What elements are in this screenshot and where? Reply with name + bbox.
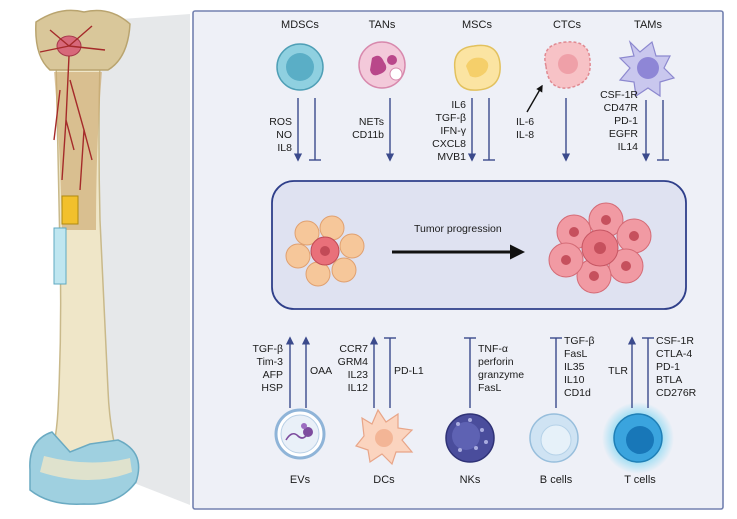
tams-factor: PD-1 — [614, 115, 638, 127]
tans-factor: CD11b — [352, 129, 384, 141]
top-connectors — [293, 98, 669, 162]
tcells-factor: BTLA — [656, 374, 682, 386]
evs-factor: AFP — [263, 369, 283, 381]
tams-factor: CD47R — [604, 102, 639, 114]
evs-factor: HSP — [261, 382, 283, 394]
nks-factor: perforin — [478, 356, 514, 368]
bone-head — [35, 9, 131, 71]
bcells-factor: IL35 — [564, 361, 585, 373]
tans-label: TANs — [369, 19, 396, 31]
mscs-factor: MVB1 — [437, 151, 466, 163]
periosteum-cut — [53, 227, 67, 285]
cell-tcells — [602, 402, 674, 474]
bcells-factor: FasL — [564, 348, 588, 360]
tcells-factor: CSF-1R — [656, 335, 694, 347]
dcs-label: DCs — [373, 474, 395, 486]
tcells-factor: CD276R — [656, 387, 697, 399]
evs-factor: TGF-β — [252, 343, 283, 355]
tcells-factor: CTLA-4 — [656, 348, 692, 360]
cell-tans — [358, 41, 406, 89]
tams-label: TAMs — [634, 19, 662, 31]
tams-factor: IL14 — [618, 141, 639, 153]
mscs-factor: IL6 — [451, 99, 466, 111]
bcells-factor: TGF-β — [564, 335, 595, 347]
mscs-factor: TGF-β — [435, 112, 466, 124]
nks-factor: TNF-α — [478, 343, 508, 355]
dcs-factor: CCR7 — [339, 343, 368, 355]
tams-factor: EGFR — [609, 128, 639, 140]
ctcs-factor: IL-8 — [516, 129, 534, 141]
tcells-factor: PD-1 — [656, 361, 680, 373]
tumor-cluster-small — [285, 215, 365, 287]
dcs-side-label: PD-L1 — [394, 365, 424, 377]
dcs-factor: IL12 — [348, 382, 369, 394]
mdscs-label: MDSCs — [281, 19, 319, 31]
ctcs-label: CTCs — [553, 19, 582, 31]
bcells-factor: IL10 — [564, 374, 585, 386]
dcs-factor: IL23 — [348, 369, 369, 381]
cell-bcells — [529, 413, 579, 463]
cell-evs — [274, 408, 326, 460]
bcells-label: B cells — [540, 474, 573, 486]
cell-tams — [618, 39, 676, 98]
nks-factor: granzyme — [478, 369, 524, 381]
tumor-mass-large — [548, 202, 652, 294]
mdscs-factor: IL8 — [277, 142, 292, 154]
nks-label: NKs — [460, 474, 481, 486]
ctcs-factor: IL-6 — [516, 116, 534, 128]
tans-factor: NETs — [359, 116, 384, 128]
cell-nks — [445, 413, 495, 463]
mdscs-factor: NO — [276, 129, 292, 141]
mscs-factor: CXCL8 — [432, 138, 466, 150]
tcells-side-label: TLR — [608, 365, 628, 377]
bcells-factor: CD1d — [564, 387, 591, 399]
mscs-label: MSCs — [462, 19, 492, 31]
vessel-entry — [61, 195, 79, 225]
tcells-label: T cells — [624, 474, 656, 486]
mscs-factor: IFN-γ — [440, 125, 466, 137]
tumor-progression-label: Tumor progression — [414, 223, 502, 235]
mdscs-factor: ROS — [269, 116, 292, 128]
nks-factor: FasL — [478, 382, 502, 394]
tams-factor: CSF-1R — [600, 89, 638, 101]
bone-illustration — [29, 9, 190, 505]
dcs-factor: GRM4 — [338, 356, 368, 368]
evs-label: EVs — [290, 474, 311, 486]
cell-mdscs — [276, 43, 324, 91]
cell-dcs — [354, 408, 414, 466]
evs-factor: Tim-3 — [257, 356, 284, 368]
cell-mscs — [453, 44, 501, 91]
ctc-release-arrow — [526, 84, 543, 113]
cell-ctcs — [544, 41, 591, 89]
evs-side-label: OAA — [310, 365, 332, 377]
bottom-factor-lists: TGF-βTim-3AFPHSPCCR7GRM4IL23IL12TNF-αper… — [252, 335, 696, 399]
blood-vessels — [39, 25, 106, 191]
bottom-connectors — [285, 336, 654, 408]
